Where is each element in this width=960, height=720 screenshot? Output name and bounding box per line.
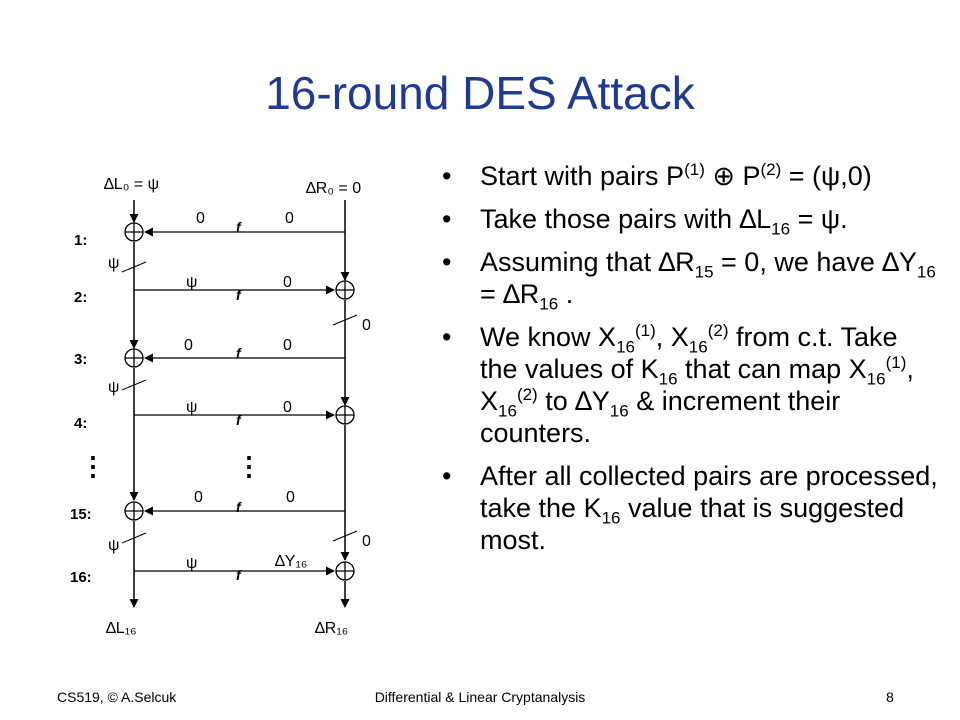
value-r2-right: 0 [283,274,292,291]
xor-icon [335,405,355,425]
bullet-item: We know X16(1), X16(2) from c.t. Take th… [440,321,940,449]
value-r15-right: 0 [286,489,295,506]
delta-l16-label: ∆L₁₆ [106,620,137,637]
round-label-1: 1: [74,232,87,249]
xor-icon [124,222,144,242]
ellipsis-left: ⋮ [80,451,106,481]
f-label: f [236,499,242,515]
value-left-line-1: ψ [108,255,119,272]
round-label-2: 2: [74,289,87,306]
value-r1-left: 0 [196,210,205,227]
value-right-line-2: 0 [362,533,371,550]
f-label: f [236,287,242,303]
f-label: f [236,412,242,428]
value-left-line-2: ψ [108,379,119,396]
f-label: f [236,219,242,235]
value-r3-right: 0 [283,337,292,354]
value-r3-left: 0 [184,337,193,354]
round-label-4: 4: [74,415,87,432]
bullet-item: Start with pairs P(1) ⊕ P(2) = (ψ,0) [440,160,940,192]
f-label: f [236,345,242,361]
footer-author: CS519, © A.Selcuk [57,689,177,705]
round-label-16: 16: [70,569,92,586]
value-r16-left: ψ [186,555,197,572]
value-left-line-3: ψ [108,537,119,554]
footer-course: Differential & Linear Cryptanalysis [374,689,586,705]
delta-l0-label: ∆L₀ = ψ [104,176,159,193]
xor-icon [335,280,355,300]
ellipsis-middle: ⋮ [236,451,262,481]
footer-page-number: 8 [886,689,894,705]
f-label: f [236,567,242,583]
value-r16-right: ∆Y₁₆ [275,553,307,570]
delta-r0-label: ∆R₀ = 0 [306,180,361,197]
bullet-item: Take those pairs with ∆L16 = ψ. [440,203,940,237]
xor-icon [335,561,355,581]
xor-icon [124,348,144,368]
bullet-list: Start with pairs P(1) ⊕ P(2) = (ψ,0) Tak… [440,160,940,567]
des-round-diagram: ∆L₀ = ψ ∆R₀ = 0 ∆L₁₆ ∆R₁₆ 1: 2: 3: 4 [70,176,371,637]
value-r2-left: ψ [186,274,197,291]
slide-title: 16-round DES Attack [265,67,695,119]
value-r4-right: 0 [283,399,292,416]
round-label-15: 15: [70,506,92,523]
value-r4-left: ψ [186,399,197,416]
value-r1-right: 0 [285,210,294,227]
delta-r16-label: ∆R₁₆ [315,620,348,637]
bullet-item: After all collected pairs are processed,… [440,460,940,556]
round-label-3: 3: [74,351,87,368]
value-right-line-1: 0 [362,317,371,334]
bullet-item: Assuming that ∆R15 = 0, we have ∆Y16 = ∆… [440,246,940,312]
xor-icon [124,501,144,521]
value-r15-left: 0 [194,489,203,506]
